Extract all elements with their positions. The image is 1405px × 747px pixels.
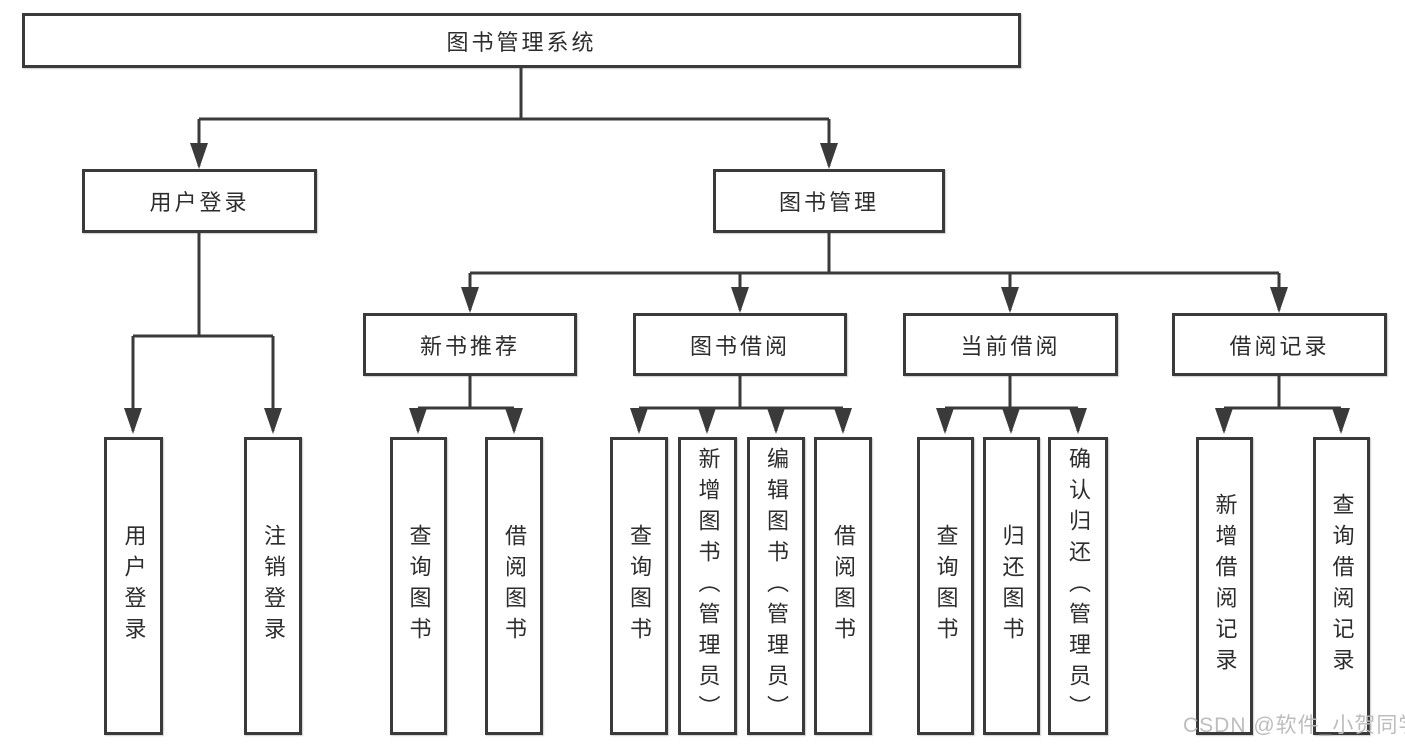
- node-current-borrow: 当前借阅: [903, 313, 1118, 376]
- edge-borrow-records-children: [1215, 376, 1350, 434]
- node-book-borrow: 图书借阅: [633, 313, 847, 376]
- node-user-login: 用户登录: [82, 169, 317, 233]
- edge-book-mgmt-children: [461, 233, 1288, 313]
- edge-new-book-rec-children: [409, 376, 523, 434]
- leaf-return-books: 归还图书: [983, 437, 1040, 735]
- node-root-system: 图书管理系统: [22, 13, 1021, 68]
- node-new-book-rec: 新书推荐: [363, 313, 577, 376]
- leaf-edit-books-admin: 编辑图书（管理员）: [747, 437, 805, 735]
- csdn-watermark: CSDN @软件_小贺同学: [1183, 714, 1405, 737]
- leaf-user-login: 用户登录: [104, 437, 163, 735]
- edge-user-login-children: [124, 233, 282, 434]
- leaf-rec-borrow-books: 借阅图书: [485, 437, 543, 735]
- edge-current-borrow-children: [936, 376, 1087, 434]
- node-book-mgmt: 图书管理: [713, 169, 945, 233]
- leaf-add-borrow-record: 新增借阅记录: [1196, 437, 1253, 735]
- leaf-borrow-query-books: 查询图书: [610, 437, 668, 735]
- node-borrow-records: 借阅记录: [1172, 313, 1387, 376]
- leaf-query-borrow-record: 查询借阅记录: [1313, 437, 1370, 735]
- leaf-logout: 注销登录: [244, 437, 302, 735]
- leaf-rec-query-books: 查询图书: [390, 437, 447, 735]
- leaf-borrow-books: 借阅图书: [814, 437, 872, 735]
- leaf-confirm-return-admin: 确认归还（管理员）: [1048, 437, 1108, 735]
- edge-book-borrow-children: [630, 376, 852, 434]
- leaf-current-query-books: 查询图书: [917, 437, 974, 735]
- edge-root-to-level2: [190, 68, 838, 169]
- leaf-add-books-admin: 新增图书（管理员）: [678, 437, 737, 735]
